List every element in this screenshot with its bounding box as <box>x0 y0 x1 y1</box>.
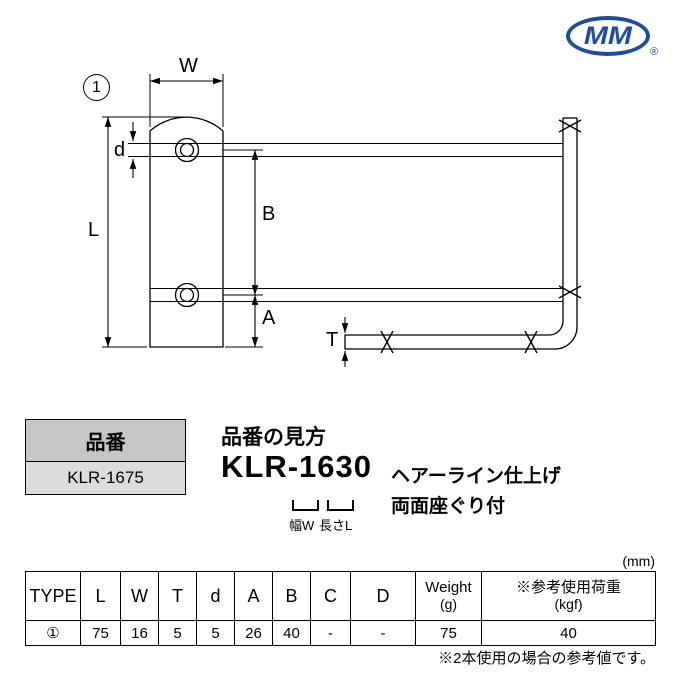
hole-bottom <box>179 287 195 303</box>
col-header-type: TYPE <box>25 571 81 621</box>
col-header-w: W <box>120 571 159 621</box>
cell-c: - <box>310 620 351 646</box>
brand-logo: MM <box>566 16 650 56</box>
cell-w: 16 <box>120 620 159 646</box>
col-header-load-unit: (kgf) <box>554 596 583 613</box>
cell-load: 40 <box>481 620 656 646</box>
naming-guide-title: 品番の見方 <box>221 426 326 449</box>
dimension-lines <box>104 77 349 367</box>
hole-bottom-counterbore <box>174 282 200 308</box>
dim-label-hole-diameter: d <box>114 139 126 161</box>
unit-note: (mm) <box>622 553 655 569</box>
extension-lines <box>102 74 263 348</box>
length-code-label: 長さL <box>319 518 353 533</box>
hole-top <box>179 142 195 158</box>
side-view-profile <box>344 117 578 350</box>
front-view-plate <box>149 116 224 348</box>
cell-type: ① <box>25 620 81 646</box>
col-header-a: A <box>234 571 273 621</box>
col-header-weight: Weight (g) <box>415 571 482 621</box>
col-header-b: B <box>272 571 311 621</box>
col-header-d2: D <box>350 571 416 621</box>
break-marks <box>380 119 582 354</box>
hole-top-counterbore <box>174 137 200 163</box>
col-header-d: d <box>196 571 235 621</box>
cell-a: 26 <box>234 620 273 646</box>
col-header-load-label: ※参考使用荷重 <box>515 579 621 597</box>
width-code-bracket <box>292 500 319 511</box>
figure-number-marker: 1 <box>83 74 110 101</box>
cell-t: 5 <box>158 620 197 646</box>
finish-note-1: ヘアーライン仕上げ <box>391 466 561 487</box>
dim-label-hole-pitch: B <box>262 203 276 225</box>
cell-weight: 75 <box>415 620 482 646</box>
width-code-label: 幅W <box>289 518 315 533</box>
spec-table: TYPE L W T d A B C D Weight (g) ※参考使用荷重 … <box>25 571 656 646</box>
col-header-load: ※参考使用荷重 (kgf) <box>481 571 656 621</box>
registered-trademark-mark: ® <box>650 46 659 58</box>
brand-logo-text: MM <box>584 21 632 50</box>
col-header-t: T <box>158 571 197 621</box>
col-header-c: C <box>310 571 351 621</box>
naming-guide-example-code: KLR-1630 <box>221 449 372 484</box>
cell-d2: - <box>350 620 416 646</box>
spec-table-header-row: TYPE L W T d A B C D Weight (g) ※参考使用荷重 … <box>25 571 656 621</box>
part-number-value: KLR-1675 <box>26 462 185 494</box>
dim-label-length: L <box>88 219 100 241</box>
cell-d: 5 <box>196 620 235 646</box>
col-header-weight-unit: (g) <box>439 596 458 613</box>
spec-table-data-row: ① 75 16 5 5 26 40 - - 75 40 <box>25 620 656 646</box>
col-header-weight-label: Weight <box>425 579 472 597</box>
dim-label-hole-offset: A <box>262 307 276 329</box>
cell-l: 75 <box>80 620 121 646</box>
part-number-header: 品番 <box>26 420 185 462</box>
figure-number: 1 <box>92 78 101 96</box>
length-code-bracket <box>327 500 354 511</box>
table-footnote: ※2本使用の場合の参考値です。 <box>438 650 655 667</box>
projection-lines <box>128 143 563 302</box>
dim-label-width: W <box>179 55 198 77</box>
finish-note-2: 両面座ぐり付 <box>391 496 506 517</box>
dim-label-thickness: T <box>326 329 339 351</box>
cell-b: 40 <box>272 620 311 646</box>
col-header-l: L <box>80 571 121 621</box>
part-number-box: 品番 KLR-1675 <box>25 419 186 495</box>
